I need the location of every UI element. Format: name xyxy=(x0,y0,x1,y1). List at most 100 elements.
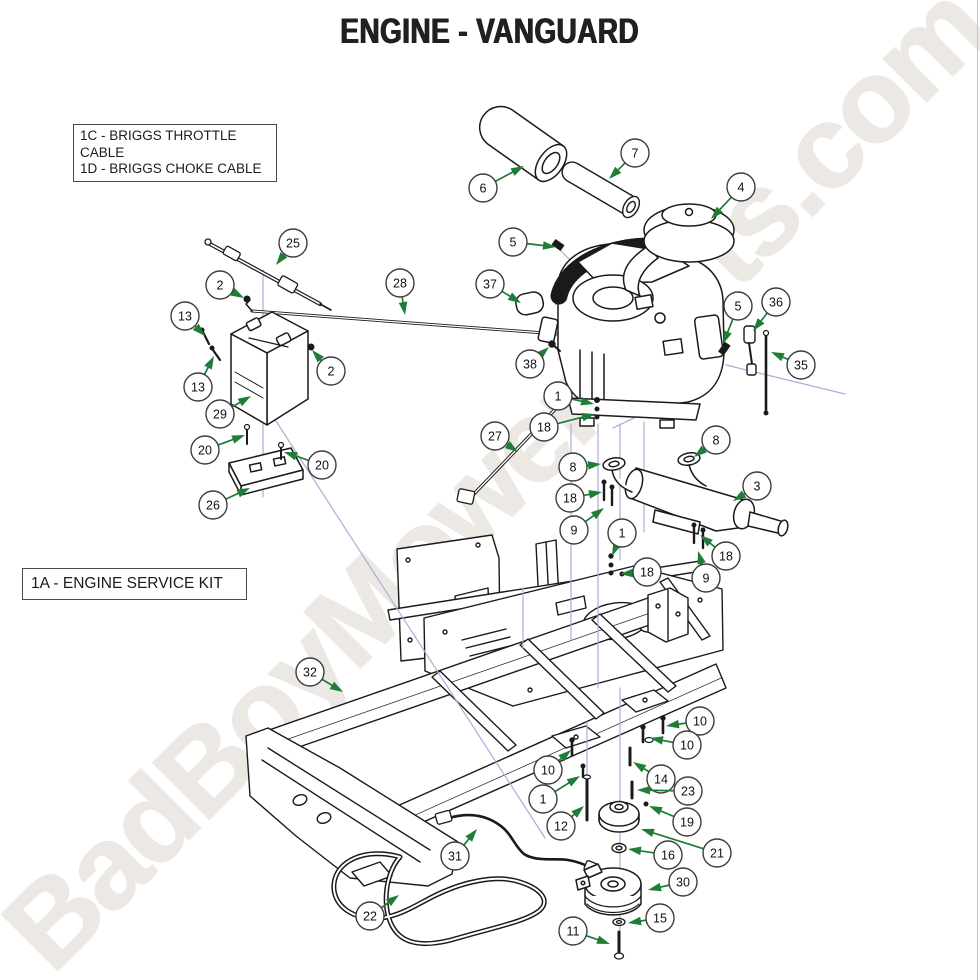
callout-8: 8 xyxy=(694,425,731,457)
svg-text:26: 26 xyxy=(206,498,220,512)
callout-12: 12 xyxy=(546,806,584,841)
svg-text:8: 8 xyxy=(570,460,577,474)
callout-10: 10 xyxy=(650,730,702,760)
callout-5: 5 xyxy=(723,291,753,344)
callout-19: 19 xyxy=(649,806,702,837)
svg-text:23: 23 xyxy=(681,784,695,798)
svg-text:13: 13 xyxy=(191,380,205,394)
svg-text:1: 1 xyxy=(540,792,547,806)
svg-text:15: 15 xyxy=(653,911,667,925)
svg-text:35: 35 xyxy=(794,358,808,372)
callout-8: 8 xyxy=(558,452,601,482)
engine-service-kit-note-line: 1A - ENGINE SERVICE KIT xyxy=(31,575,223,592)
callout-15: 15 xyxy=(628,903,675,933)
svg-text:18: 18 xyxy=(537,420,551,434)
callout-1: 1 xyxy=(543,381,594,411)
svg-text:1: 1 xyxy=(619,526,626,540)
battery-tray xyxy=(228,447,304,496)
callout-37: 37 xyxy=(475,269,521,303)
svg-text:21: 21 xyxy=(710,846,724,860)
cable-note-line2: 1D - BRIGGS CHOKE CABLE xyxy=(80,161,262,176)
engine-assembly xyxy=(537,203,735,429)
svg-text:11: 11 xyxy=(567,924,580,938)
svg-text:20: 20 xyxy=(198,443,212,457)
callout-21: 21 xyxy=(641,828,732,868)
washer-16 xyxy=(611,842,627,854)
callout-25: 25 xyxy=(276,228,308,265)
muffler-assembly xyxy=(602,452,789,537)
svg-text:31: 31 xyxy=(448,849,462,863)
callout-11: 11 xyxy=(558,916,610,946)
svg-text:2: 2 xyxy=(328,364,335,378)
callout-23: 23 xyxy=(637,776,703,806)
callout-13: 13 xyxy=(170,301,205,336)
page-title: ENGINE - VANGUARD xyxy=(0,12,980,52)
svg-text:13: 13 xyxy=(178,309,192,323)
callout-1: 1 xyxy=(607,518,637,556)
svg-text:10: 10 xyxy=(541,763,555,777)
callout-22: 22 xyxy=(355,895,399,931)
svg-text:5: 5 xyxy=(735,299,742,313)
svg-text:20: 20 xyxy=(315,458,329,472)
svg-text:8: 8 xyxy=(713,433,720,447)
svg-text:9: 9 xyxy=(571,523,578,537)
clutch-bolt xyxy=(613,930,625,960)
svg-text:2: 2 xyxy=(217,278,224,292)
svg-text:7: 7 xyxy=(632,146,639,160)
callout-18: 18 xyxy=(529,412,595,442)
svg-text:32: 32 xyxy=(303,665,317,679)
svg-text:37: 37 xyxy=(483,277,497,291)
callout-31: 31 xyxy=(440,829,477,871)
cable-note-line1: 1C - BRIGGS THROTTLE CABLE xyxy=(80,128,237,160)
callout-35: 35 xyxy=(771,350,816,380)
callout-5: 5 xyxy=(498,227,556,257)
svg-text:9: 9 xyxy=(703,571,710,585)
svg-text:10: 10 xyxy=(680,738,694,752)
image-edge-line xyxy=(977,0,978,980)
callout-29: 29 xyxy=(205,396,251,429)
callout-10: 10 xyxy=(533,750,571,785)
callout-38: 38 xyxy=(515,347,549,379)
callout-16: 16 xyxy=(628,840,683,870)
callout-10: 10 xyxy=(666,706,715,736)
callout-2: 2 xyxy=(312,350,346,386)
callout-6: 6 xyxy=(468,166,524,203)
callout-4: 4 xyxy=(711,172,756,219)
svg-text:3: 3 xyxy=(754,479,761,493)
svg-text:27: 27 xyxy=(488,429,502,443)
callout-36: 36 xyxy=(753,287,791,331)
callout-20: 20 xyxy=(284,450,337,480)
air-filter-tube-small xyxy=(561,161,641,219)
callout-13: 13 xyxy=(183,356,214,402)
svg-text:16: 16 xyxy=(661,848,675,862)
callout-32: 32 xyxy=(295,657,343,692)
washer-15 xyxy=(612,917,626,927)
svg-text:1: 1 xyxy=(555,389,562,403)
svg-text:14: 14 xyxy=(654,772,668,786)
callout-30: 30 xyxy=(648,867,698,897)
svg-text:19: 19 xyxy=(680,815,694,829)
callout-18: 18 xyxy=(555,483,602,513)
svg-text:18: 18 xyxy=(719,549,733,563)
drive-belt xyxy=(331,851,547,947)
svg-text:5: 5 xyxy=(510,235,517,249)
callout-7: 7 xyxy=(609,138,650,179)
svg-text:18: 18 xyxy=(640,565,654,579)
hardware xyxy=(199,239,770,822)
svg-text:38: 38 xyxy=(523,357,537,371)
svg-text:6: 6 xyxy=(480,181,487,195)
svg-text:28: 28 xyxy=(393,276,407,290)
svg-text:10: 10 xyxy=(693,714,707,728)
callout-9: 9 xyxy=(691,551,721,593)
cable-note-box: 1C - BRIGGS THROTTLE CABLE 1D - BRIGGS C… xyxy=(73,124,277,182)
frame-weldment xyxy=(245,534,727,887)
callout-20: 20 xyxy=(190,435,245,465)
callout-18: 18 xyxy=(620,557,662,587)
engine-pulley xyxy=(598,800,640,833)
electric-clutch xyxy=(575,863,642,916)
throttle-cable xyxy=(204,238,332,311)
callout-27: 27 xyxy=(480,421,518,452)
callout-3: 3 xyxy=(733,471,772,501)
